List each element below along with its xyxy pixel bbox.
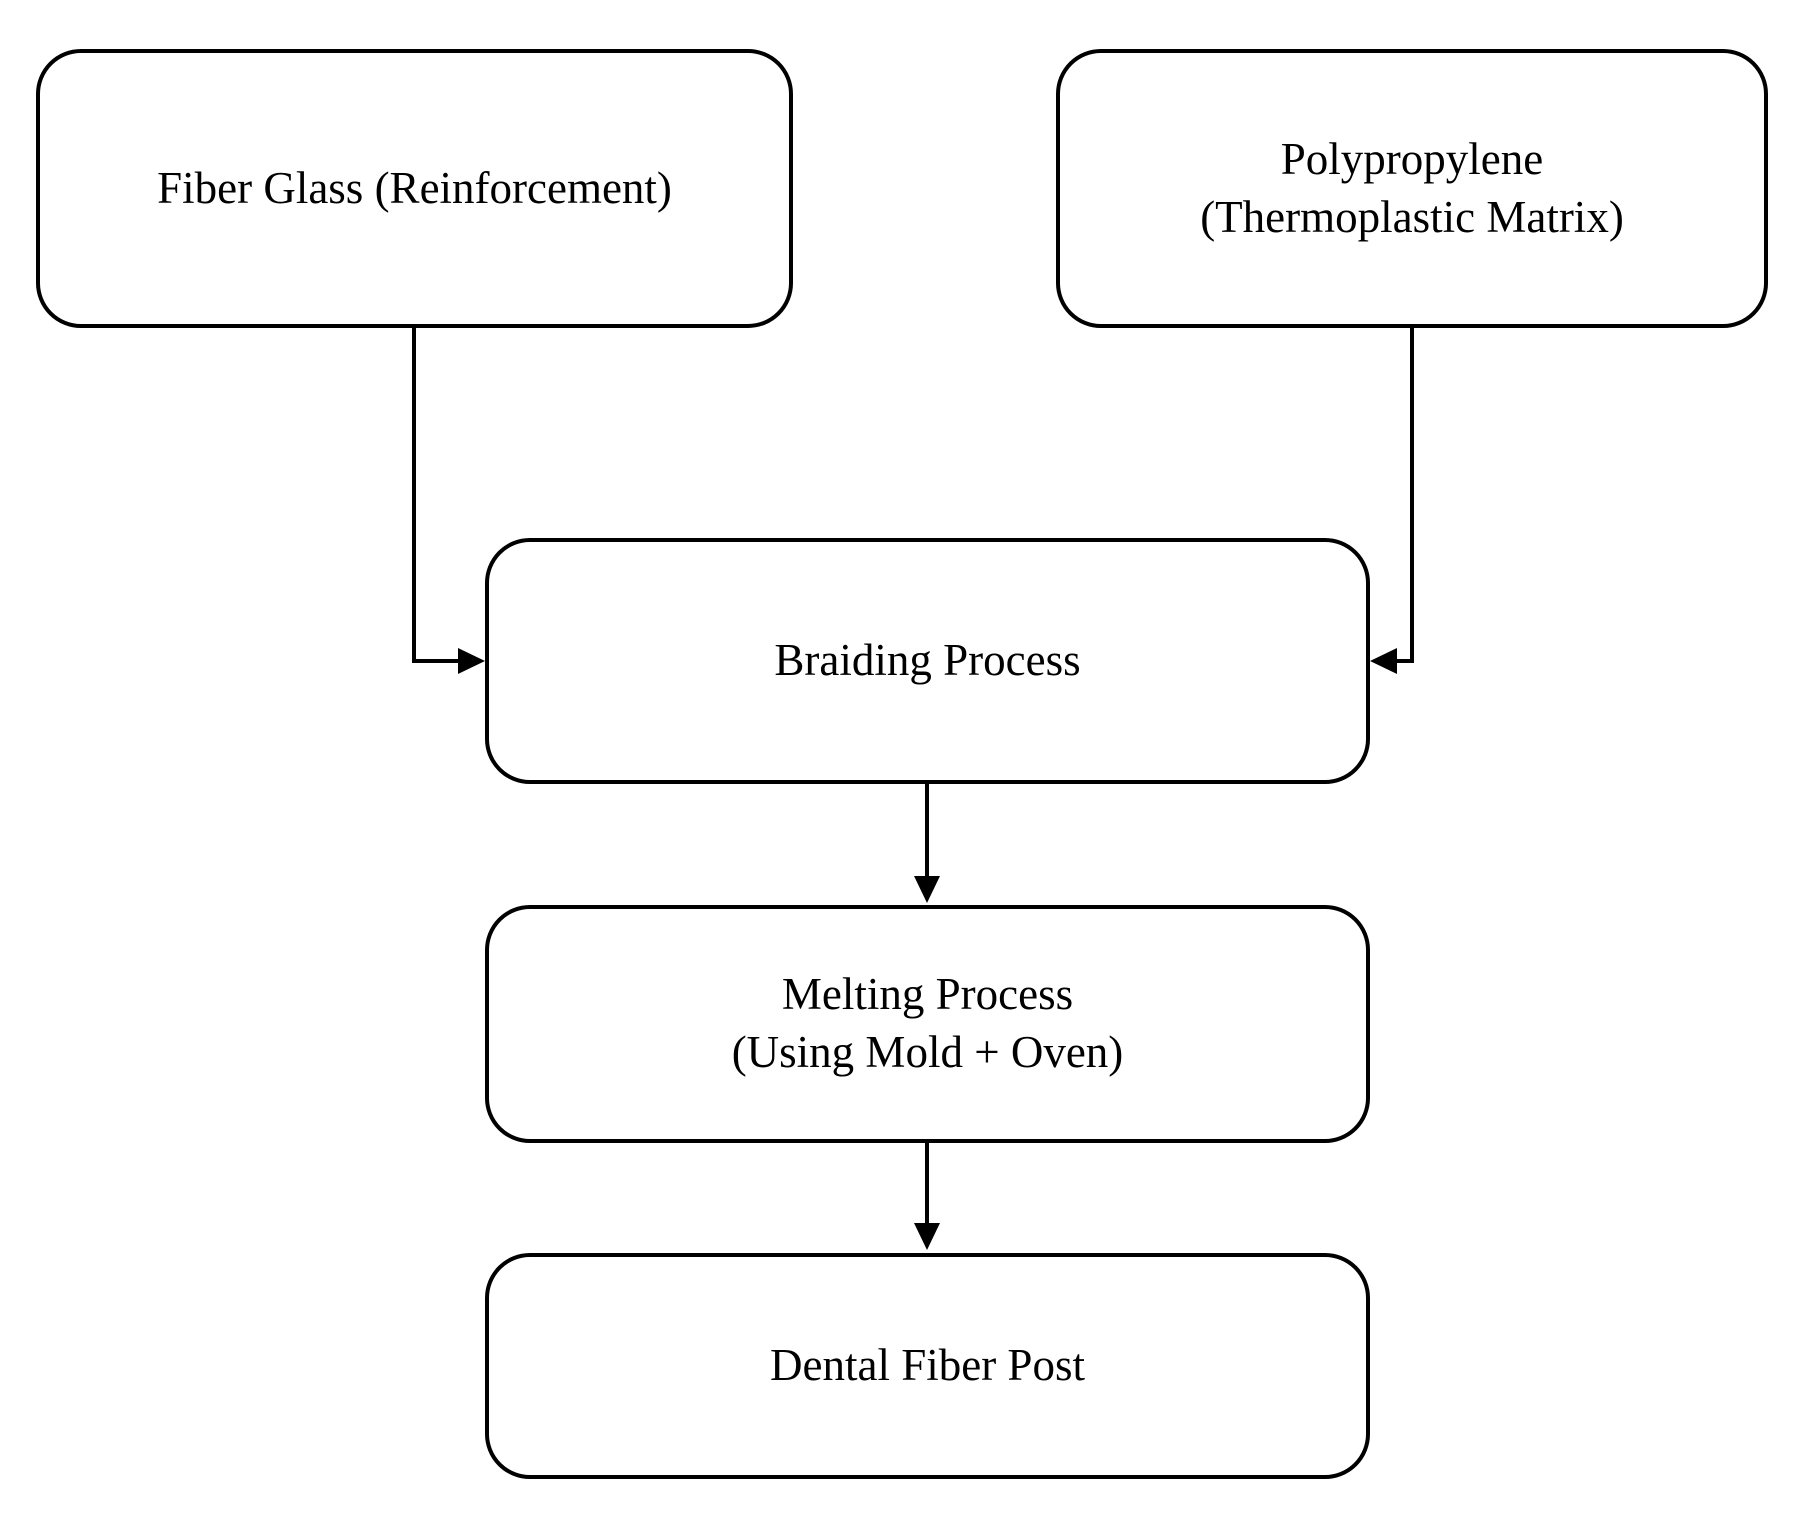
node-label: Dental Fiber Post [770,1340,1085,1391]
node-label: Braiding Process [774,635,1081,686]
node-melting-process: Melting Process (Using Mold + Oven) [485,905,1370,1143]
connector-polypropylene-braiding-vertical [1410,326,1414,663]
node-label: Fiber Glass (Reinforcement) [157,162,672,213]
arrowhead-into-braiding-right-icon [1370,648,1397,674]
connector-fiberglass-braiding-vertical [412,326,416,663]
arrowhead-into-braiding-left-icon [458,648,485,674]
connector-polypropylene-braiding-horizontal [1397,659,1414,663]
connector-melting-dental-vertical [925,1143,929,1225]
node-label: (Thermoplastic Matrix) [1200,191,1624,242]
node-label: (Using Mold + Oven) [731,1027,1124,1077]
node-label: Melting Process [781,969,1074,1020]
node-fiber-glass: Fiber Glass (Reinforcement) [36,49,793,328]
node-braiding-process: Braiding Process [485,538,1370,784]
connector-braiding-melting-vertical [925,784,929,878]
arrowhead-into-dental-icon [914,1223,940,1250]
node-polypropylene: Polypropylene (Thermoplastic Matrix) [1056,49,1768,328]
connector-fiberglass-braiding-horizontal [412,659,458,663]
node-dental-fiber-post: Dental Fiber Post [485,1253,1370,1479]
node-label: Polypropylene [1280,133,1544,184]
arrowhead-into-melting-icon [914,876,940,903]
